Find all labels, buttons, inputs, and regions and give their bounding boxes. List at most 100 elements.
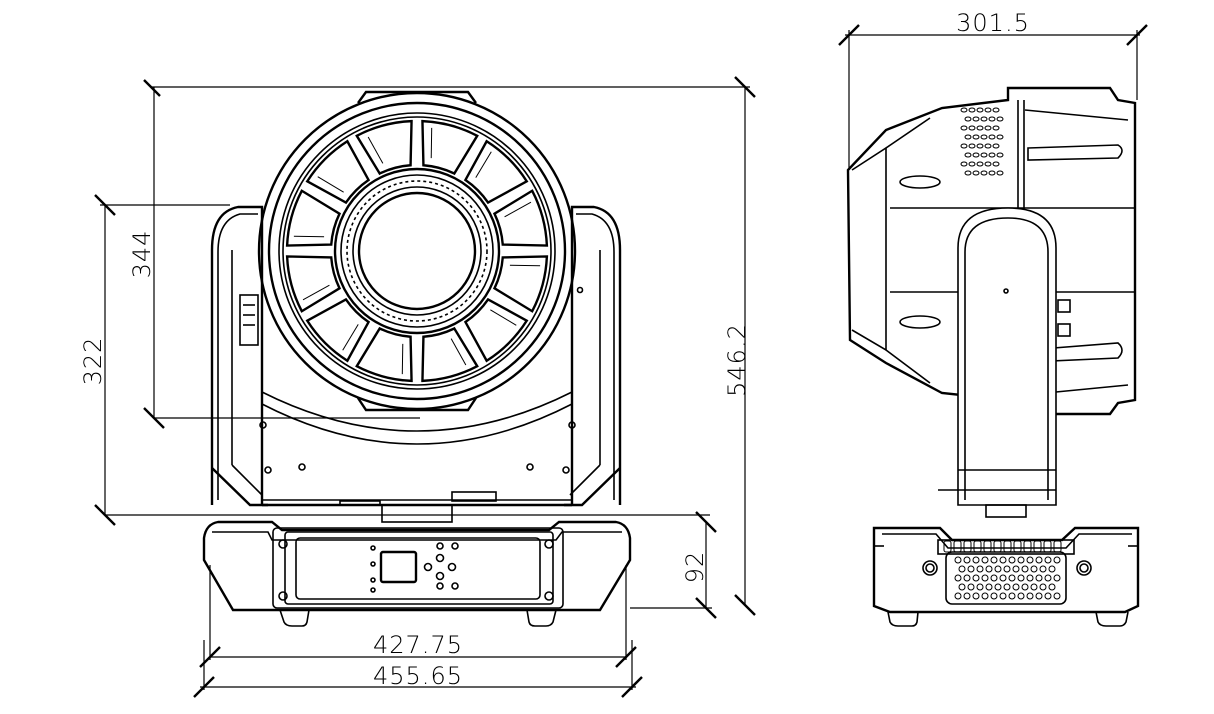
vent-hole bbox=[1026, 556, 1034, 564]
vent-hole bbox=[958, 583, 966, 591]
vent-hole bbox=[1044, 556, 1052, 564]
vent-hole bbox=[1017, 592, 1025, 600]
vent-hole bbox=[992, 161, 1000, 167]
vent-hole bbox=[972, 592, 980, 600]
vent-hole bbox=[963, 592, 971, 600]
vent-hole bbox=[990, 592, 998, 600]
vent-hole bbox=[967, 583, 975, 591]
led-petal-detail bbox=[302, 284, 330, 301]
led-petal-detail bbox=[490, 309, 517, 326]
base-slot bbox=[993, 540, 1002, 553]
vent-hole bbox=[981, 556, 989, 564]
vent-hole bbox=[1017, 556, 1025, 564]
vent-hole bbox=[1030, 583, 1038, 591]
vent-hole bbox=[963, 556, 971, 564]
vent-hole bbox=[988, 152, 996, 158]
vent-hole bbox=[960, 107, 968, 113]
vent-hole bbox=[984, 143, 992, 149]
vent-hole bbox=[1012, 583, 1020, 591]
vent-hole bbox=[999, 592, 1007, 600]
base-slot bbox=[1003, 540, 1012, 553]
vent-hole bbox=[981, 592, 989, 600]
base-slot bbox=[963, 540, 972, 553]
base-slot bbox=[983, 540, 992, 553]
vent-hole bbox=[996, 152, 1004, 158]
vent-hole bbox=[992, 107, 1000, 113]
vent-hole bbox=[994, 565, 1002, 573]
vent-hole bbox=[976, 107, 984, 113]
vent-hole bbox=[1053, 574, 1061, 582]
vent-hole bbox=[990, 574, 998, 582]
led-petal bbox=[355, 119, 413, 176]
side-arm bbox=[938, 207, 1057, 518]
vent-hole bbox=[972, 152, 980, 158]
vent-hole bbox=[1035, 574, 1043, 582]
vent-hole bbox=[976, 583, 984, 591]
vent-hole bbox=[958, 565, 966, 573]
vent-hole bbox=[1044, 574, 1052, 582]
vent-hole bbox=[1003, 565, 1011, 573]
vent-hole bbox=[972, 556, 980, 564]
led-petal-detail bbox=[367, 136, 384, 164]
base-vent-grid bbox=[943, 540, 1062, 600]
vent-hole bbox=[1026, 574, 1034, 582]
vent-hole bbox=[968, 161, 976, 167]
vent-hole bbox=[960, 161, 968, 167]
led-petal-detail bbox=[475, 151, 492, 178]
base-slot bbox=[973, 540, 982, 553]
led-petal-detail bbox=[504, 201, 532, 218]
vent-hole bbox=[980, 134, 988, 140]
vent-hole bbox=[1048, 583, 1056, 591]
vent-hole bbox=[972, 574, 980, 582]
led-petal bbox=[463, 297, 529, 363]
vent-hole bbox=[964, 116, 972, 122]
vent-hole bbox=[967, 565, 975, 573]
vent-hole bbox=[988, 134, 996, 140]
vent-hole bbox=[1008, 592, 1016, 600]
vent-hole bbox=[984, 161, 992, 167]
vent-hole bbox=[964, 152, 972, 158]
front-head bbox=[257, 90, 577, 412]
dim-overall-height: 546.2 bbox=[723, 323, 751, 397]
led-ring bbox=[285, 119, 549, 383]
base-slot bbox=[1033, 540, 1042, 553]
led-petal bbox=[492, 189, 549, 247]
vent-hole bbox=[981, 574, 989, 582]
vent-hole bbox=[1012, 565, 1020, 573]
vent-hole bbox=[1053, 556, 1061, 564]
vent-hole bbox=[1039, 583, 1047, 591]
vent-hole bbox=[999, 556, 1007, 564]
vent-hole bbox=[980, 116, 988, 122]
base-slot bbox=[1013, 540, 1022, 553]
led-petal bbox=[285, 189, 342, 247]
vent-hole bbox=[999, 574, 1007, 582]
front-view bbox=[202, 90, 632, 627]
side-view bbox=[846, 86, 1140, 627]
vent-hole bbox=[1048, 565, 1056, 573]
vent-hole bbox=[960, 125, 968, 131]
led-petal bbox=[285, 255, 342, 313]
dim-base-height: 92 bbox=[681, 551, 709, 584]
dim-side-depth: 301.5 bbox=[956, 9, 1030, 37]
base-slot bbox=[943, 540, 952, 553]
vent-hole bbox=[988, 170, 996, 176]
vent-hole bbox=[954, 574, 962, 582]
led-petal-detail bbox=[342, 324, 359, 351]
vent-hole bbox=[1017, 574, 1025, 582]
front-yoke bbox=[210, 205, 622, 523]
vent-hole bbox=[972, 134, 980, 140]
vent-hole bbox=[1053, 592, 1061, 600]
vent-hole bbox=[992, 125, 1000, 131]
vent-hole bbox=[1030, 565, 1038, 573]
led-petal-detail bbox=[450, 338, 467, 366]
vent-hole bbox=[964, 170, 972, 176]
vent-hole bbox=[972, 116, 980, 122]
vent-hole bbox=[954, 556, 962, 564]
vent-hole bbox=[996, 116, 1004, 122]
vent-hole bbox=[1008, 556, 1016, 564]
dim-base-width-outer: 455.65 bbox=[373, 662, 463, 690]
vent-hole bbox=[1008, 574, 1016, 582]
vent-hole bbox=[954, 592, 962, 600]
led-petal bbox=[421, 119, 479, 176]
vent-hole bbox=[985, 565, 993, 573]
